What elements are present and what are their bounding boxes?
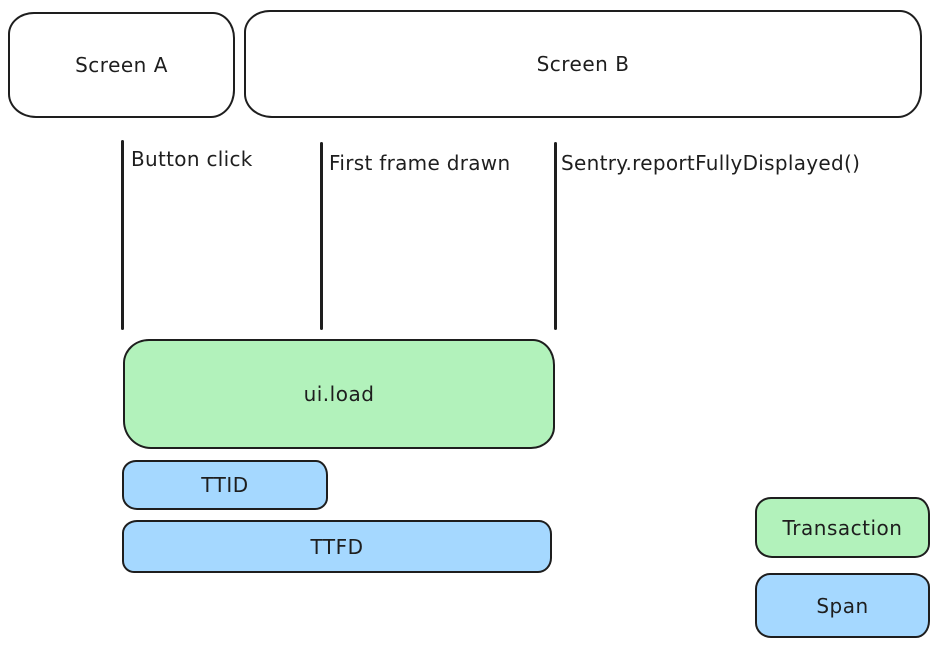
legend-transaction-label: Transaction bbox=[782, 515, 903, 540]
transaction-bar-ui-load: ui.load bbox=[123, 339, 555, 449]
legend-span-label: Span bbox=[816, 593, 869, 618]
span-bar-ttid-label: TTID bbox=[201, 473, 249, 497]
event-line-button-click bbox=[121, 140, 124, 330]
screen-b-label: Screen B bbox=[536, 52, 630, 76]
event-line-report-fully-displayed bbox=[554, 142, 557, 330]
legend-transaction-swatch: Transaction bbox=[755, 497, 930, 558]
legend-span-swatch: Span bbox=[755, 573, 930, 638]
event-label-report-fully-displayed: Sentry.reportFullyDisplayed() bbox=[561, 151, 861, 175]
event-line-first-frame-drawn bbox=[320, 142, 323, 330]
screen-b-box: Screen B bbox=[244, 10, 922, 118]
event-label-button-click: Button click bbox=[131, 147, 253, 171]
span-bar-ttfd-label: TTFD bbox=[310, 534, 364, 559]
span-bar-ttid: TTID bbox=[122, 460, 328, 510]
span-bar-ttfd: TTFD bbox=[122, 520, 552, 573]
screen-a-box: Screen A bbox=[8, 12, 235, 118]
transaction-bar-label: ui.load bbox=[303, 382, 375, 406]
event-label-first-frame-drawn: First frame drawn bbox=[329, 151, 511, 175]
screen-a-label: Screen A bbox=[75, 53, 168, 77]
